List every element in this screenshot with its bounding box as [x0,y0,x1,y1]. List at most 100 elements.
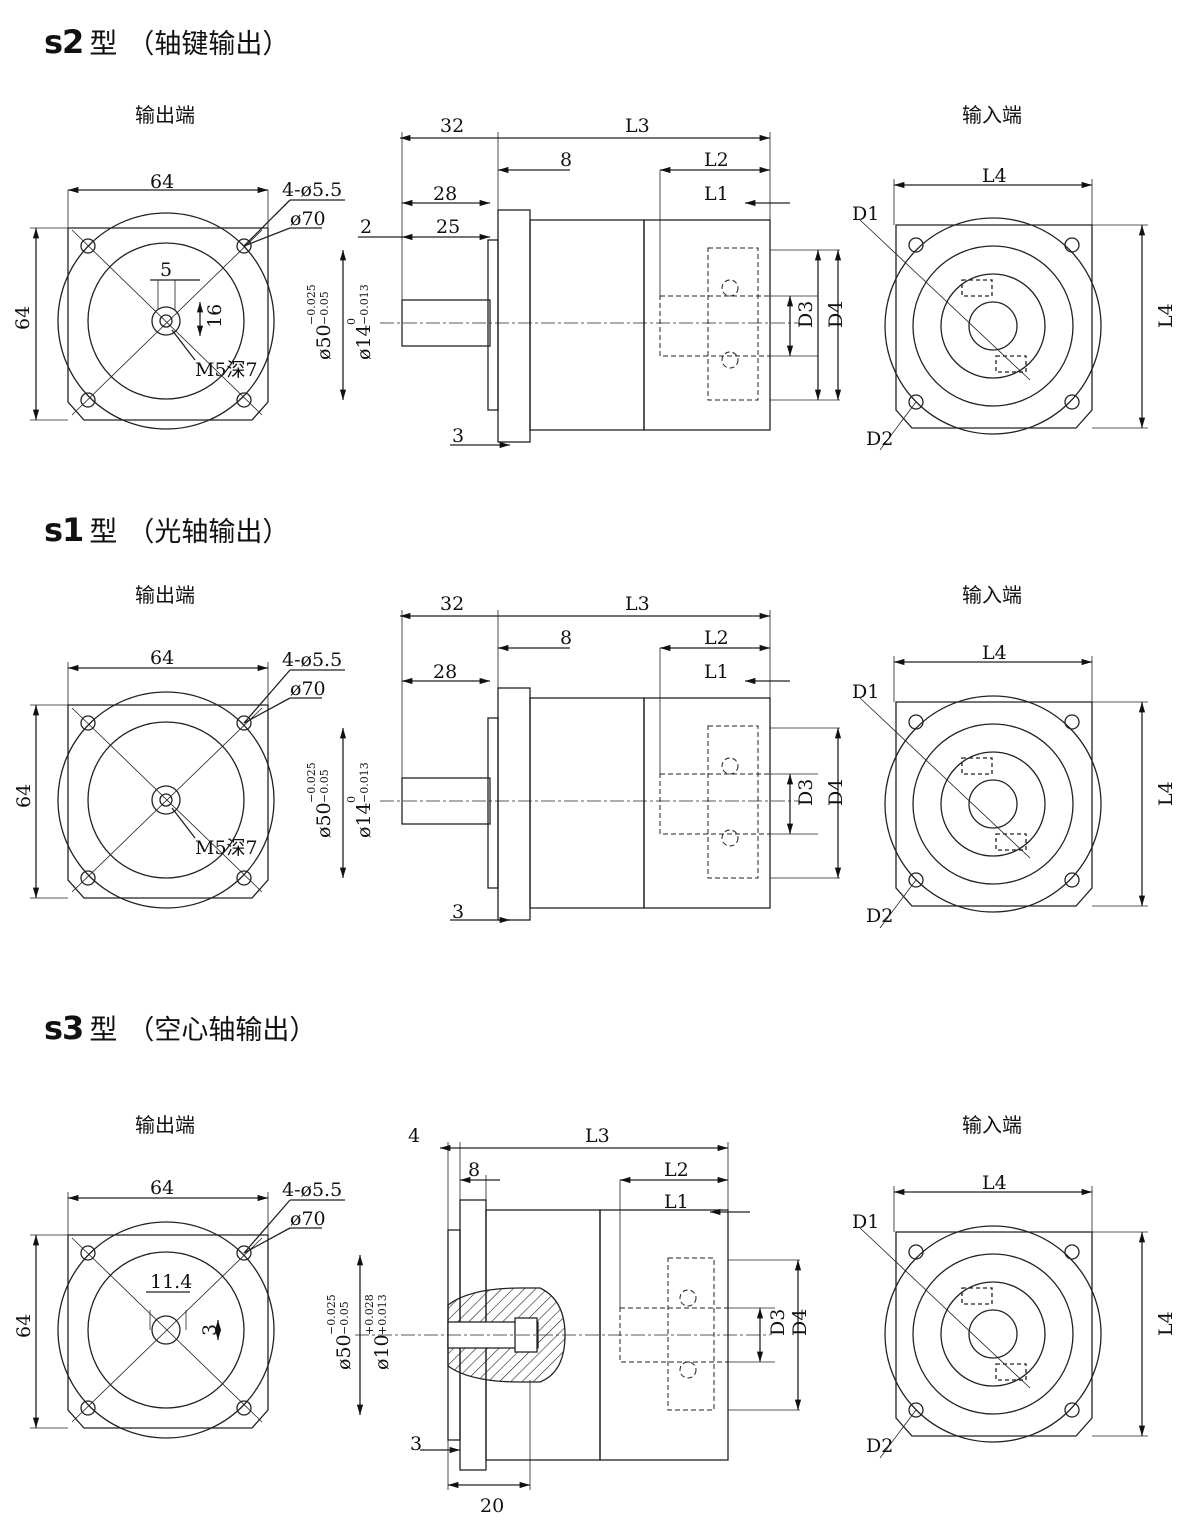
dim-key-height: 16 [204,304,226,328]
section-title-s3: s3 型 （空心轴输出） [44,1008,316,1048]
output-shaft-circle [151,306,181,336]
dim-dia50: ø50 [313,802,335,838]
dim-D1: D1 [852,203,879,225]
model-type-char: 型 [89,1013,118,1046]
dim-D3: D3 [795,301,817,328]
dim-dia10: ø10 [371,1334,393,1370]
dim-tap: M5深7 [195,359,258,381]
dim-height: 64 [13,784,35,808]
tol-dia50-top: −0.025 [305,762,318,803]
dim-3: 3 [452,901,464,923]
drawing-s3: 输出端 64 64 4-ø5.5 ø70 11.4 3 [13,1113,1177,1517]
input-adapter [643,219,771,431]
input-end-label: 输入端 [962,1113,1022,1137]
dim-key-width: 11.4 [150,1271,192,1293]
dim-D2: D2 [866,1435,893,1457]
drawing-s1: 输出端 64 64 4-ø5.5 ø70 M5深7 [13,583,1177,929]
dim-D4: D4 [825,779,847,806]
mount-hole [80,238,96,254]
model-description: （轴键输出） [127,29,290,60]
tol-dia14-bot: −0.013 [358,284,371,325]
dim-L2: L2 [704,627,729,649]
input-flange-outline [895,224,1093,429]
output-pilot-circle [87,242,245,400]
input-end-label: 输入端 [962,583,1022,607]
dim-L4-width: L4 [982,642,1007,664]
model-type-char: 型 [89,27,118,60]
output-end-label: 输出端 [135,1113,195,1137]
dim-L2: L2 [664,1159,689,1181]
dim-dia50: ø50 [313,324,335,360]
dim-height: 64 [13,1314,35,1338]
dim-holes: 4-ø5.5 [282,179,342,201]
dim-28: 28 [433,183,457,205]
output-end-label: 输出端 [135,583,195,607]
dim-25: 25 [436,216,460,238]
dim-holes: 4-ø5.5 [282,649,342,671]
model-code: s2 [44,23,84,61]
dim-L4-width: L4 [982,1172,1007,1194]
tol-dia50-bot: −0.05 [318,291,331,325]
dim-L1: L1 [664,1191,689,1213]
dim-holes: 4-ø5.5 [282,1179,342,1201]
tol-dia50-top: −0.025 [325,1294,338,1335]
model-description: （空心轴输出） [127,1015,317,1046]
tol-dia10-bot: +0.013 [376,1294,389,1335]
dim-8: 8 [560,149,572,171]
dim-pcd: ø70 [290,208,326,230]
tol-dia14-top: 0 [345,318,358,325]
dim-L4-height: L4 [1155,303,1177,328]
dim-dia14: ø14 [353,802,375,838]
section-title-s1: s1 型 （光轴输出） [44,510,289,550]
dim-D2: D2 [866,905,893,927]
output-flange [497,209,531,443]
dim-width: 64 [150,1177,174,1199]
dim-D3: D3 [767,1309,789,1336]
dim-D1: D1 [852,1211,879,1233]
output-end-label: 输出端 [135,103,195,127]
input-clamp-ring [940,273,1046,379]
dim-L1: L1 [704,661,729,683]
dim-3: 3 [410,1433,422,1455]
dim-8: 8 [560,627,572,649]
model-code: s1 [44,511,84,549]
section-title-s2: s2 型 （轴键输出） [44,22,289,62]
tol-dia50-bot: −0.05 [318,769,331,803]
model-description: （光轴输出） [127,517,290,548]
tol-dia50-bot: −0.05 [338,1301,351,1335]
dim-D4: D4 [789,1309,811,1336]
dim-L4-width: L4 [982,165,1007,187]
dim-L3: L3 [585,1125,610,1147]
dim-dia50: ø50 [333,1334,355,1370]
dim-pcd: ø70 [290,678,326,700]
dim-key-height: 3 [199,1324,221,1336]
tol-dia10-top: +0.028 [363,1294,376,1335]
dim-20: 20 [480,1495,504,1517]
dim-dia14: ø14 [353,324,375,360]
dim-pcd: ø70 [290,1208,326,1230]
dim-tap: M5深7 [195,837,258,859]
dim-D4: D4 [825,301,847,328]
dim-L3: L3 [625,115,650,137]
model-type-char: 型 [89,515,118,548]
drawing-s2: 输出端 64 64 4-ø5.5 ø70 5 16 M5深7 [12,103,1177,451]
dim-height: 64 [12,306,34,330]
dim-L2: L2 [704,149,729,171]
dim-L3: L3 [625,593,650,615]
input-end-label: 输入端 [962,103,1022,127]
dim-width: 64 [150,171,174,193]
tol-dia14-top: 0 [345,796,358,803]
dim-D1: D1 [852,681,879,703]
dim-2: 2 [360,216,372,238]
dim-width: 64 [150,647,174,669]
tol-dia50-top: −0.025 [305,284,318,325]
dim-L4-height: L4 [1155,781,1177,806]
dim-D3: D3 [795,779,817,806]
dim-4: 4 [408,1125,420,1147]
dim-3: 3 [452,425,464,447]
model-code: s3 [44,1009,84,1047]
output-pcd-circle [57,212,275,430]
dim-L4-height: L4 [1155,1311,1177,1336]
dim-D2: D2 [866,428,893,450]
